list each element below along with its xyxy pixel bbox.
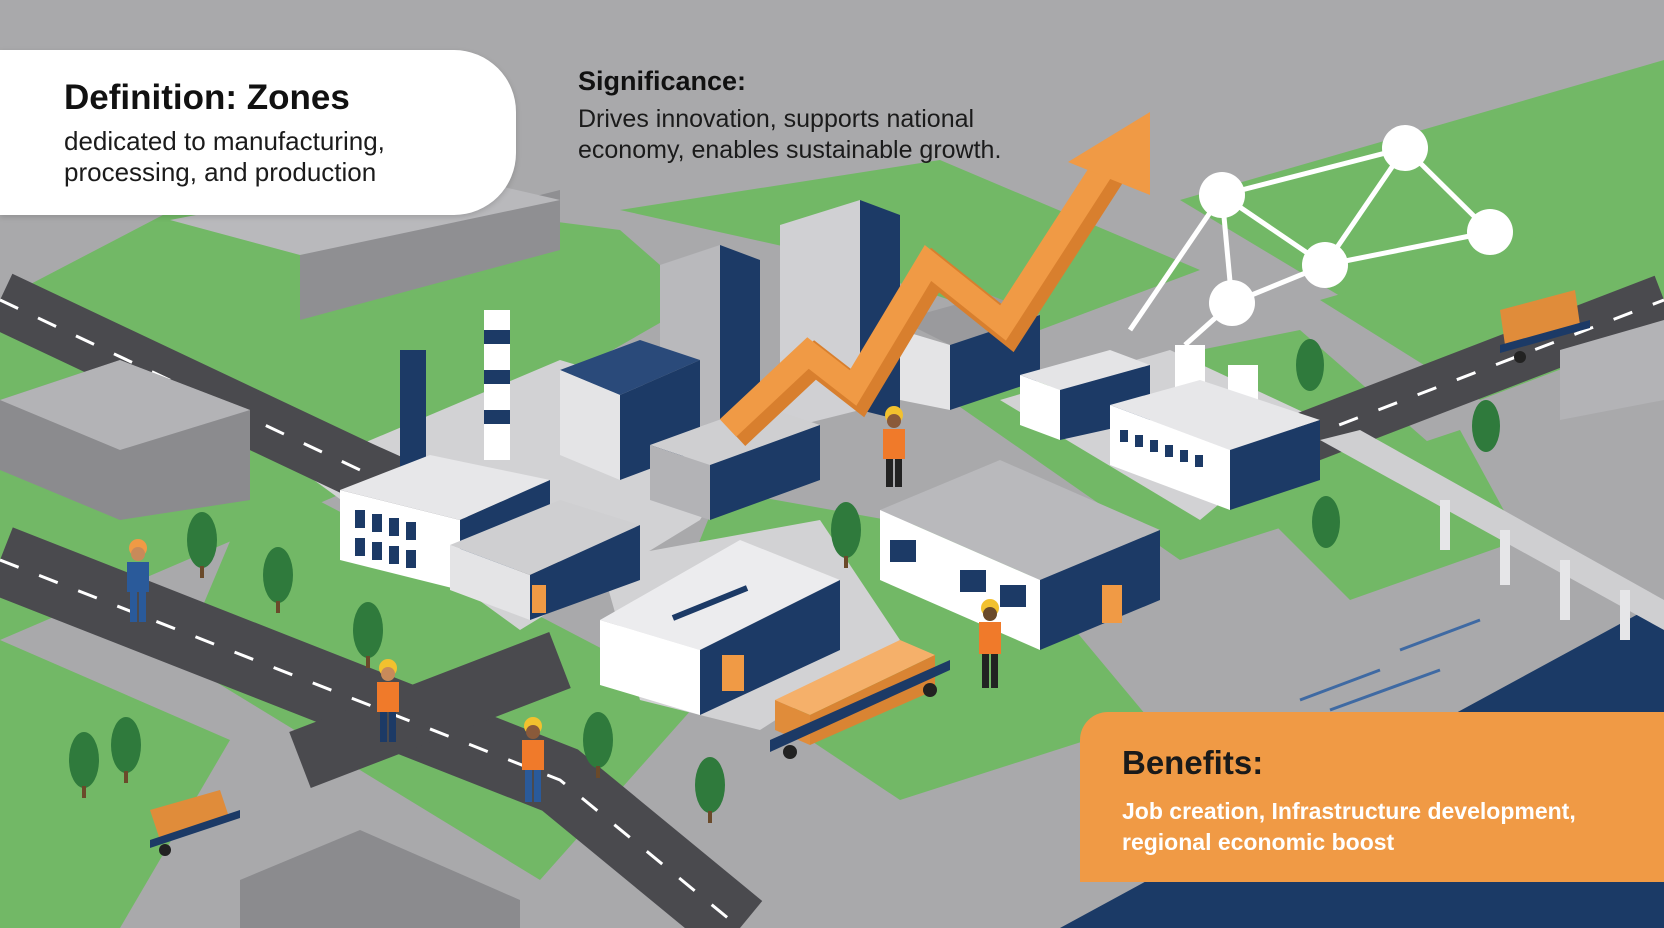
roads [0, 273, 1664, 928]
warehouse-center [880, 460, 1160, 650]
benefits-title: Benefits: [1122, 744, 1264, 781]
factory-right [1020, 345, 1320, 510]
water-ripples [1299, 618, 1481, 712]
significance-title: Significance: [578, 66, 747, 96]
worker-icon [127, 406, 1001, 802]
significance-card: Significance: Drives innovation, support… [578, 62, 1048, 166]
bridge [1320, 430, 1664, 640]
growth-arrow-icon [719, 112, 1150, 446]
definition-text: dedicated to manufacturing, processing, … [64, 126, 385, 187]
significance-text: Drives innovation, supports national eco… [578, 105, 1002, 164]
definition-title: Definition: Zones [64, 78, 350, 117]
benefits-card: Benefits: Job creation, Infrastructure d… [1080, 712, 1664, 882]
tree-trunks [82, 556, 848, 823]
truck-icon [150, 290, 1590, 856]
network-graph-icon [1127, 125, 1513, 347]
definition-card: Definition: Zones dedicated to manufactu… [0, 50, 516, 215]
tree-icon [69, 339, 1500, 813]
warehouse-lower [600, 540, 840, 715]
warehouse-left [450, 500, 640, 620]
benefits-text: Job creation, Infrastructure development… [1122, 798, 1576, 855]
